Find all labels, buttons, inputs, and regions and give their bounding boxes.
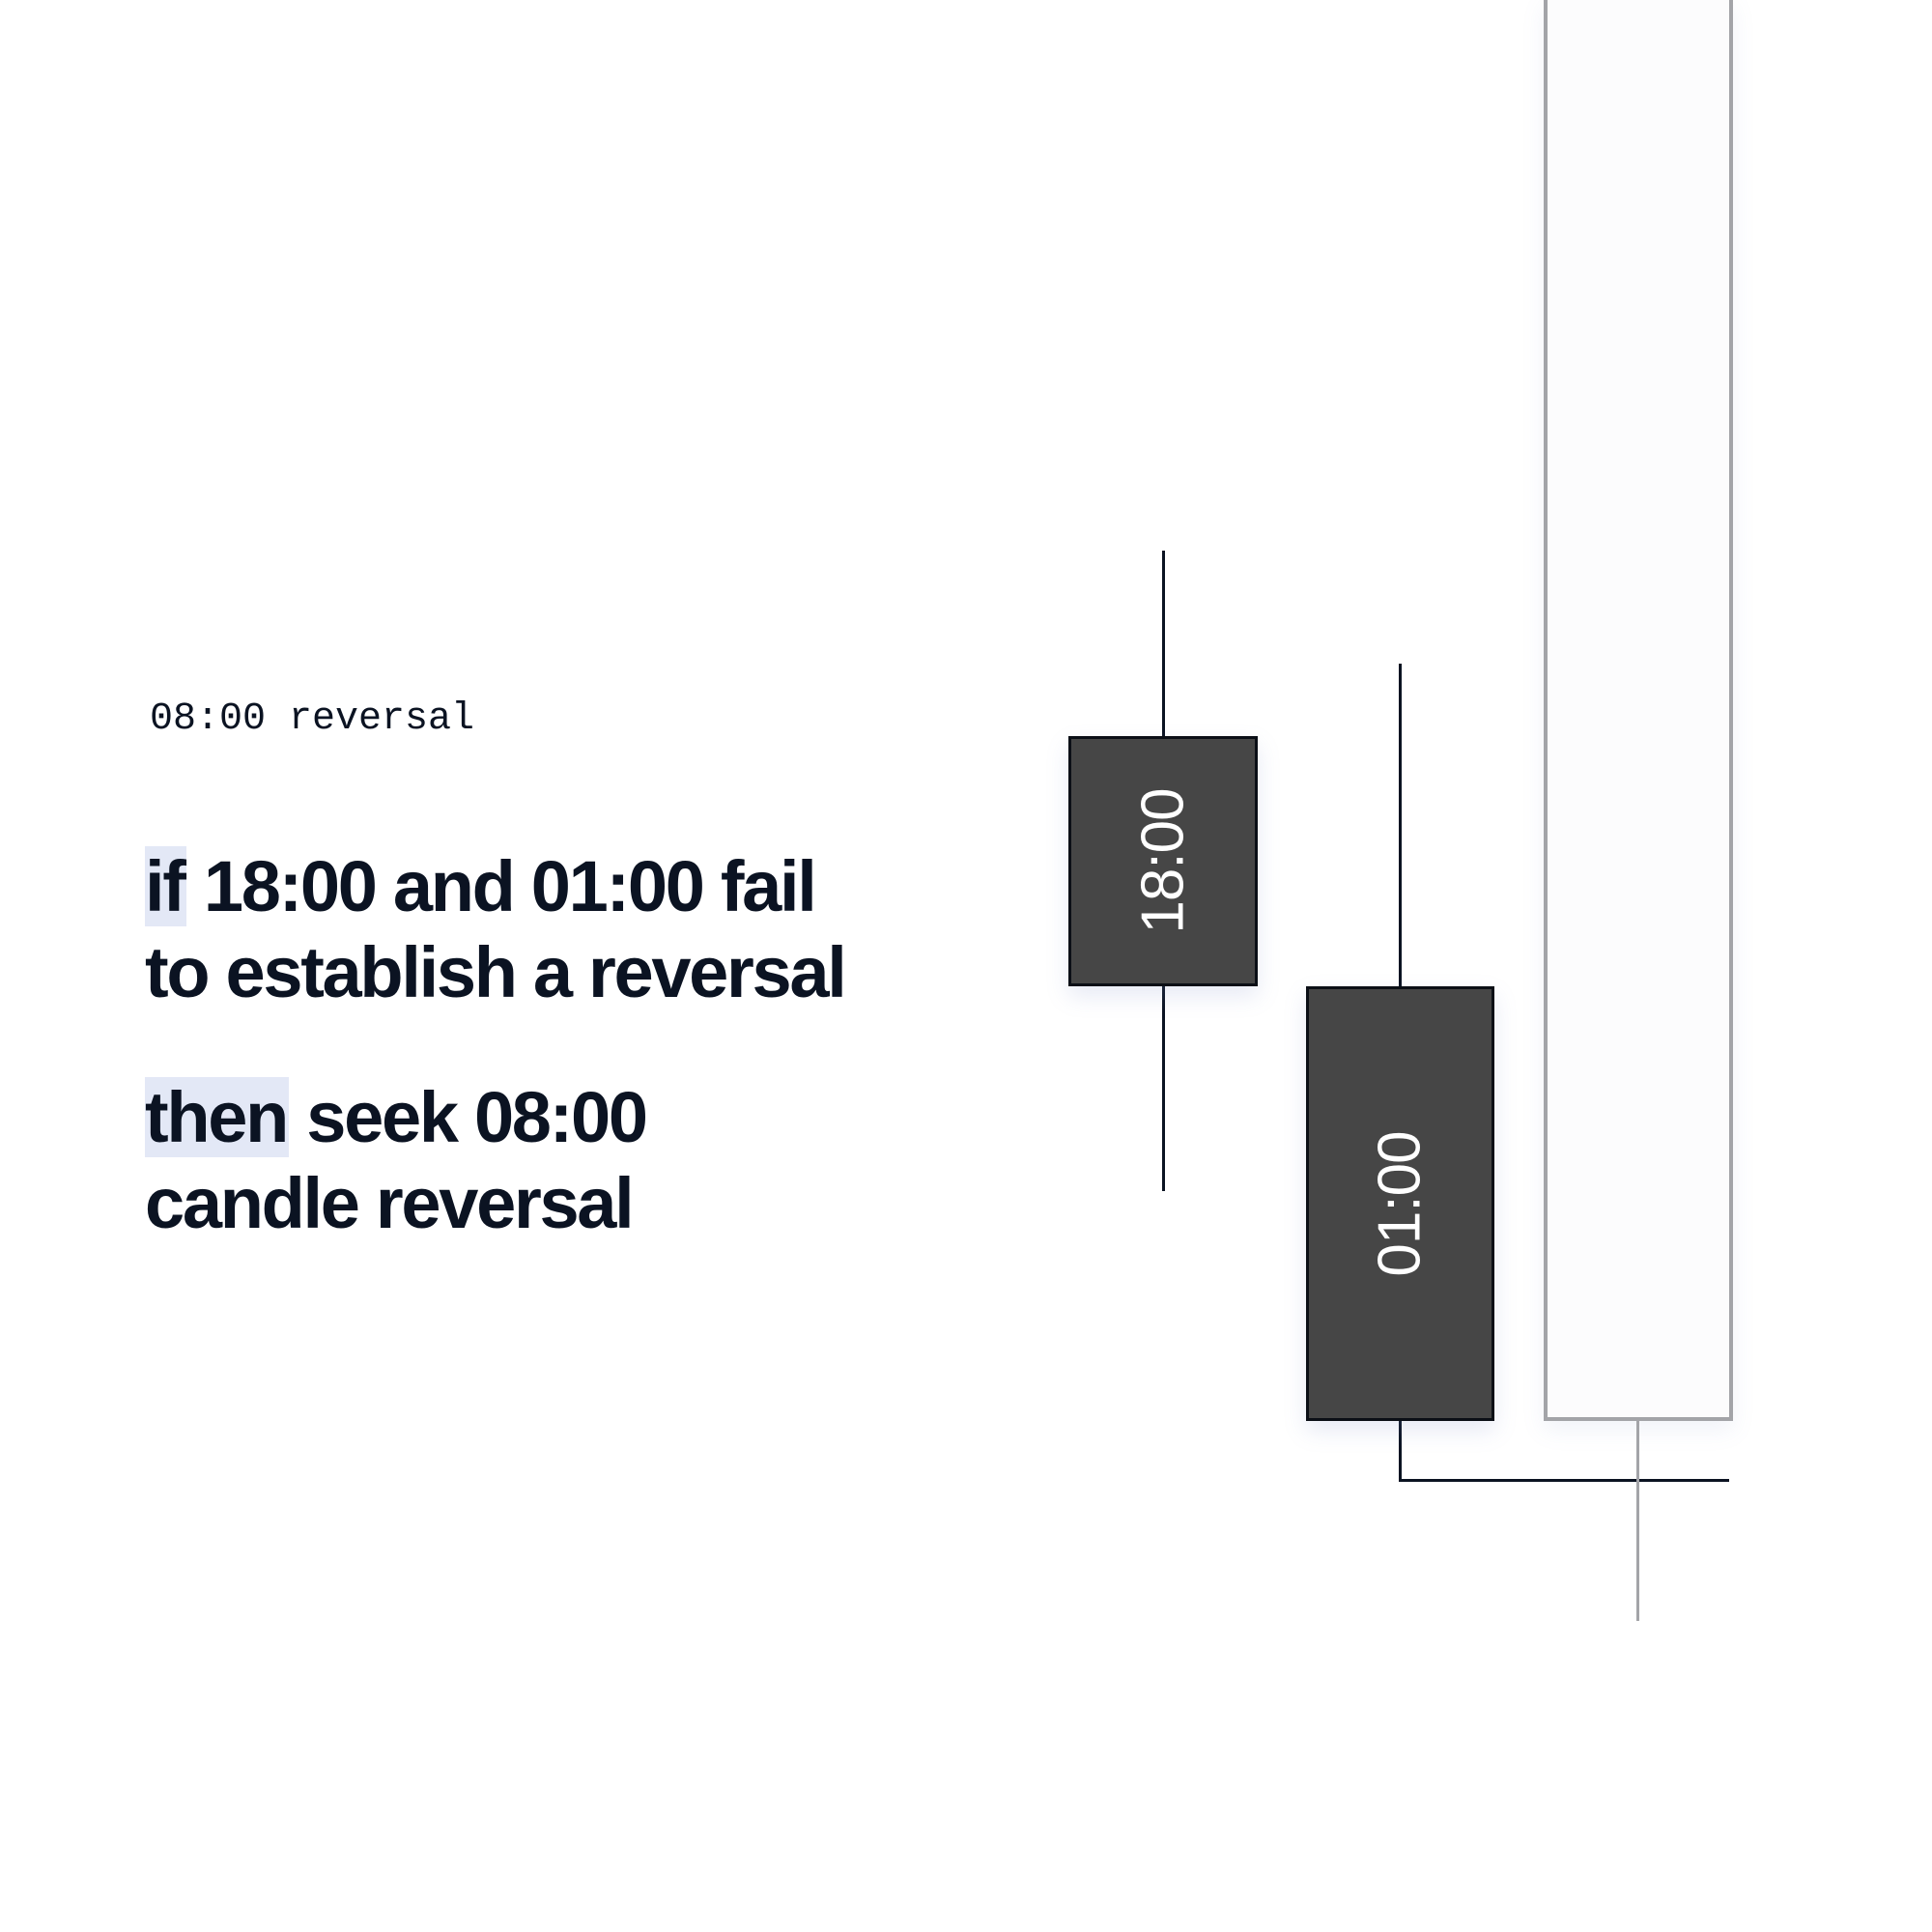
action-line-2: candle reversal: [145, 1163, 635, 1243]
action-text: seek 08:00: [289, 1077, 648, 1157]
condition-line-1: if 18:00 and 01:00 fail: [145, 843, 845, 929]
action-line-1: then seek 08:00: [145, 1074, 648, 1160]
candle-0100-upper-wick: [1399, 664, 1402, 988]
candle-outline-lower-wick: [1636, 1421, 1639, 1621]
section-label: 08:00 reversal: [150, 697, 475, 741]
condition-line-2: to establish a reversal: [145, 932, 847, 1012]
candle-1800-label: 18:00: [1129, 788, 1197, 934]
candle-0100-lower-wick: [1399, 1421, 1402, 1482]
candle-1800-lower-wick: [1162, 986, 1165, 1191]
then-keyword-highlight: then: [145, 1077, 289, 1157]
candle-1800-upper-wick: [1162, 551, 1165, 736]
candle-1800-body: 18:00: [1068, 736, 1258, 986]
candle-0100-body: 01:00: [1306, 986, 1494, 1421]
candle-outline-body: [1544, 0, 1733, 1421]
low-level-line: [1399, 1479, 1729, 1482]
candle-0100-label: 01:00: [1367, 1130, 1434, 1277]
if-keyword-highlight: if: [145, 846, 186, 926]
condition-text: 18:00 and 01:00 fail: [185, 846, 817, 926]
condition-paragraph: if 18:00 and 01:00 fail to establish a r…: [145, 843, 847, 1015]
action-paragraph: then seek 08:00 candle reversal: [145, 1074, 648, 1246]
